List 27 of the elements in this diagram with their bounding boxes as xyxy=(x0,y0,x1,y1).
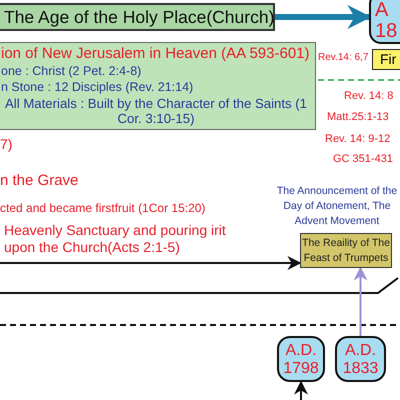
text-line: n Stone : 12 Disciples (Rev. 21:14) xyxy=(1,80,194,94)
date-box xyxy=(335,336,386,382)
note-text: Heavenly Sanctuary and pouring irit upon the Church(Acts 2:1-5) xyxy=(4,222,226,256)
reference-text: GC 351-431 xyxy=(333,153,393,165)
node-label: A 18 xyxy=(375,0,398,42)
reference-text: Rev. 14: 8 xyxy=(344,90,394,102)
event-box xyxy=(372,49,400,70)
arrow xyxy=(275,5,372,29)
text-line: All Materials : Built by the Character of the Saints (1 Cor. 3:10-15) xyxy=(4,96,308,126)
note-text: 7) xyxy=(0,136,12,152)
note-text: n the Grave xyxy=(0,172,78,189)
note-text: The Announcement of the Day of Atonement, The Advent Movement xyxy=(276,184,398,229)
note-text: Rev.14: 6,7 xyxy=(318,52,368,63)
node-label: A.D. 1798 xyxy=(282,342,320,378)
date-box xyxy=(277,336,325,382)
heading: ion of New Jerusalem in Heaven (AA 593-601) xyxy=(1,45,310,62)
info-box xyxy=(0,42,316,130)
arrow xyxy=(0,256,302,270)
node-label: Fir xyxy=(380,51,398,67)
reference-text: Matt.25:1-13 xyxy=(327,111,389,123)
arrow xyxy=(294,380,308,400)
note-text: cted and became firstfruit (1Cor 15:20) xyxy=(0,201,206,215)
reference-text: Rev. 14: 9-12 xyxy=(325,133,390,145)
arrow xyxy=(354,266,368,336)
node-label: A.D. 1833 xyxy=(342,342,380,378)
node-label: The Reaility of The Feast of Trumpets xyxy=(302,236,390,266)
text-line: one : Christ (2 Pet. 2:4-8) xyxy=(1,64,142,78)
